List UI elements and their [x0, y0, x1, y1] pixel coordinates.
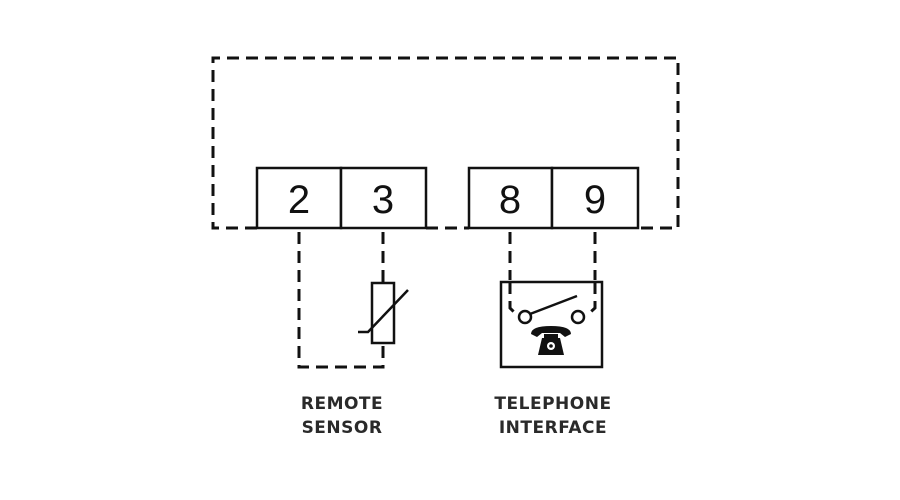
terminal-8-label: 8: [499, 178, 521, 222]
telephone-interface-label-line2: INTERFACE: [499, 418, 607, 438]
terminal-3-box: [339, 166, 428, 230]
telephone-interface-label-line1: TELEPHONE: [494, 394, 611, 414]
telephone-icon: [531, 326, 571, 355]
remote-sensor-label-line1: REMOTE: [301, 394, 383, 414]
thermistor-icon: [358, 281, 409, 345]
enclosure-boundary: [211, 56, 680, 230]
sensor-wire: [297, 232, 385, 369]
terminal-block-right: 8 9: [467, 166, 640, 230]
switch-contact-icon: [508, 282, 597, 325]
remote-sensor-label-line2: SENSOR: [302, 418, 383, 438]
terminal-2-label: 2: [288, 178, 310, 222]
terminal-9-box: [550, 166, 640, 230]
terminal-9-label: 9: [584, 178, 606, 222]
terminal-2-box: [255, 166, 343, 230]
terminal-3-label: 3: [372, 178, 394, 222]
terminal-block-left: 2 3: [255, 166, 428, 230]
